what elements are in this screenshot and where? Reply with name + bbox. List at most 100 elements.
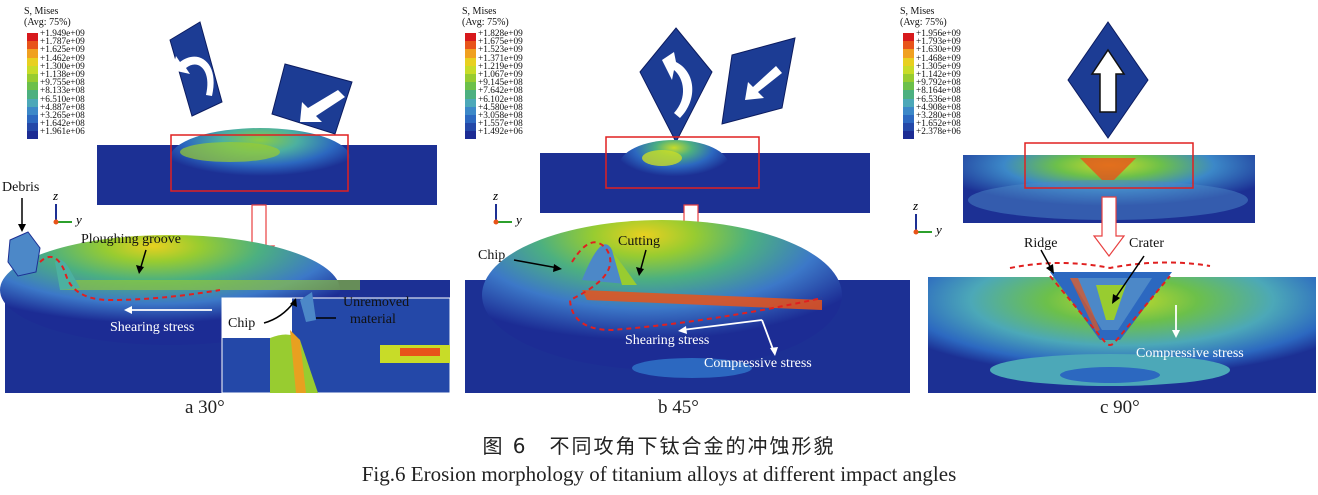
legend-value: +1.630e+09 [916,45,961,56]
legend-swatch [903,98,914,107]
down-arrow-icon [1092,196,1126,257]
legend-values: +1.956e+09 +1.793e+09 +1.630e+09 +1.468e… [916,29,961,137]
legend-value: +3.265e+08 [40,110,85,121]
label-cutting: Cutting [618,234,661,249]
legend-value: +6.102e+08 [478,94,523,105]
legend-value: +1.557e+08 [478,119,523,130]
legend-title: S, Mises [900,6,935,17]
legend-value: +6.536e+08 [916,94,961,105]
panel-b: S, Mises (Avg: 75%) +1.828e+09 +1.675e+0… [462,0,912,420]
legend-value: +3.058e+08 [478,110,523,121]
sub-label-c: c 90° [1100,397,1140,418]
legend-value: +1.961e+06 [40,127,85,138]
legend-swatch [27,49,38,58]
panel-b-graphic [465,27,910,393]
legend-swatch [465,82,476,91]
legend-swatch [903,123,914,132]
legend-value: +1.142e+09 [916,69,961,80]
legend-value: +4.887e+08 [40,102,85,113]
legend-values: +1.828e+09 +1.675e+09 +1.523e+09 +1.371e… [478,29,523,138]
legend-swatch [465,65,476,74]
legend-subtitle: (Avg: 75%) [900,17,947,28]
legend-swatch [903,57,914,66]
legend-swatch [465,123,476,132]
legend-value: +1.371e+09 [478,53,523,64]
legend-value: +8.133e+08 [40,86,85,97]
legend-value: +9.145e+08 [478,78,523,89]
legend-value: +1.138e+09 [40,69,85,80]
legend-value: +9.792e+08 [916,78,961,89]
panel-a: S, Mises (Avg: 75%) +1.949e+09 +1.787e+0… [0,0,460,420]
figure-caption-chinese: 图 6 不同攻角下钛合金的冲蚀形貌 [482,434,836,458]
legend-value: +9.755e+08 [40,78,85,89]
label-ridge: Ridge [1024,236,1058,251]
legend-value: +1.793e+09 [916,37,961,48]
cutting-outline [568,241,823,332]
legend-swatch [27,65,38,74]
legend-swatch [903,90,914,99]
legend-value: +1.787e+09 [40,37,85,48]
rotation-arrow-icon [172,56,214,96]
legend-value: +1.300e+09 [40,61,85,72]
legend-a: S, Mises (Avg: 75%) +1.949e+09 +1.787e+0… [24,6,85,140]
legend-value: +1.468e+09 [916,53,961,64]
legend-swatch [465,98,476,107]
label-debris: Debris [2,180,40,195]
legend-swatch [27,106,38,115]
legend-value: +1.642e+08 [40,119,85,130]
legend-swatch [903,49,914,58]
label-compressive-stress: Compressive stress [704,356,812,371]
label-compressive-stress: Compressive stress [1136,346,1244,361]
legend-swatch [27,114,38,124]
legend-swatch [27,123,38,132]
legend-value: +1.462e+09 [40,53,85,64]
legend-swatch [27,57,38,66]
zoom-box [1024,142,1194,189]
legend-swatch [27,131,38,140]
legend-value: +1.675e+09 [478,37,523,48]
up-arrow-icon [1090,48,1126,113]
particle-right [271,63,353,135]
label-chip: Chip [478,248,506,263]
axis-z: z [913,198,919,213]
legend-swatch [903,65,914,74]
velocity-arrow-icon [300,90,345,122]
legend-value: +1.956e+09 [916,29,961,39]
ridge-line [1009,261,1211,270]
legend-values: +1.949e+09 +1.787e+09 +1.625e+09 +1.462e… [40,29,85,138]
legend-colorbar [903,33,914,140]
legend-b: S, Mises (Avg: 75%) +1.828e+09 +1.675e+0… [462,6,523,140]
legend-swatch [27,41,38,50]
legend-swatch [465,73,476,83]
axis-y: y [76,212,82,227]
legend-swatch [465,131,476,140]
zoom-box [170,134,349,192]
label-unremoved: Unremoved [343,295,410,310]
legend-value: +1.492e+06 [478,127,523,138]
legend-swatch [903,73,914,83]
zoom-box [605,136,760,189]
label-chip: Chip [228,316,256,331]
axis-y: y [516,212,522,227]
label-material: material [350,312,396,327]
legend-swatch [903,131,914,140]
legend-swatch [27,98,38,107]
legend-subtitle: (Avg: 75%) [462,17,509,28]
axis-z: z [53,188,59,203]
legend-colorbar [27,33,38,140]
legend-swatch [465,106,476,115]
legend-value: +1.625e+09 [40,45,85,56]
figure-caption-english: Fig.6 Erosion morphology of titanium all… [361,462,957,486]
legend-value: +1.828e+09 [478,29,523,39]
legend-colorbar [465,33,476,140]
legend-swatch [27,33,38,42]
legend-title: S, Mises [462,6,497,17]
legend-swatch [903,41,914,50]
panel-c-graphic [913,21,1316,393]
groove-outline [39,255,221,302]
legend-value: +3.280e+08 [916,110,961,121]
particle-left [639,27,713,144]
axis-y: y [936,222,942,237]
legend-swatch [27,73,38,83]
legend-value: +1.949e+09 [40,29,85,39]
